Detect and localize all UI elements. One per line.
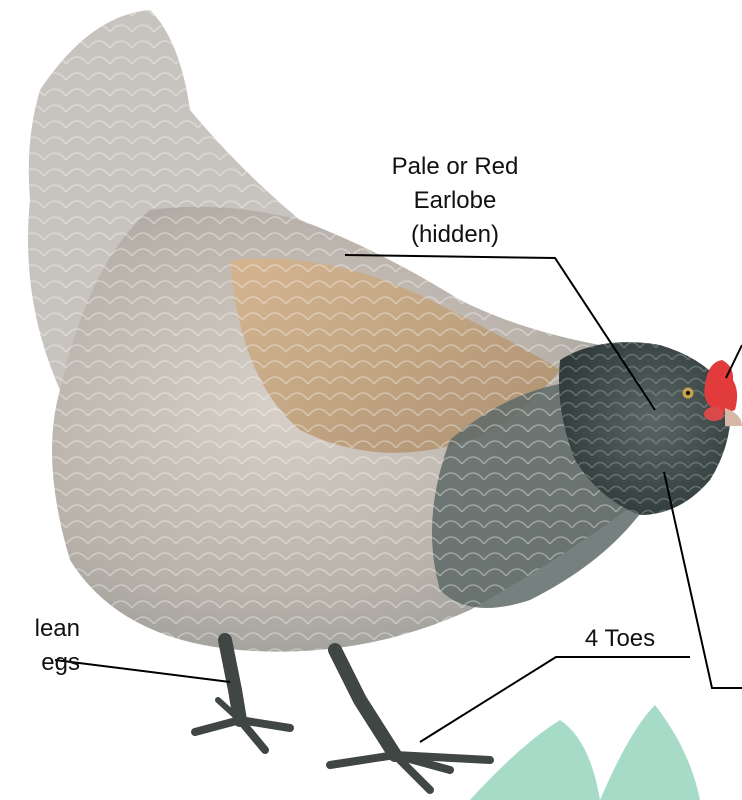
label-legs-line-1: lean bbox=[0, 612, 80, 646]
label-legs: lean egs bbox=[0, 612, 80, 680]
label-legs-line-2: egs bbox=[0, 646, 80, 680]
hen-beak bbox=[725, 408, 742, 426]
label-earlobe-line-3: (hidden) bbox=[340, 218, 570, 252]
hen-legs bbox=[195, 640, 490, 790]
label-earlobe-line-1: Pale or Red bbox=[340, 150, 570, 184]
label-toes: 4 Toes bbox=[560, 622, 680, 656]
hen-comb bbox=[704, 360, 737, 412]
label-earlobe: Pale or Red Earlobe (hidden) bbox=[340, 150, 570, 252]
label-earlobe-line-2: Earlobe bbox=[340, 184, 570, 218]
leader-line-legs bbox=[55, 660, 230, 682]
hen-wattle bbox=[704, 407, 724, 421]
mint-leaf-shape-2 bbox=[600, 705, 700, 800]
leader-line-comb bbox=[726, 345, 742, 378]
